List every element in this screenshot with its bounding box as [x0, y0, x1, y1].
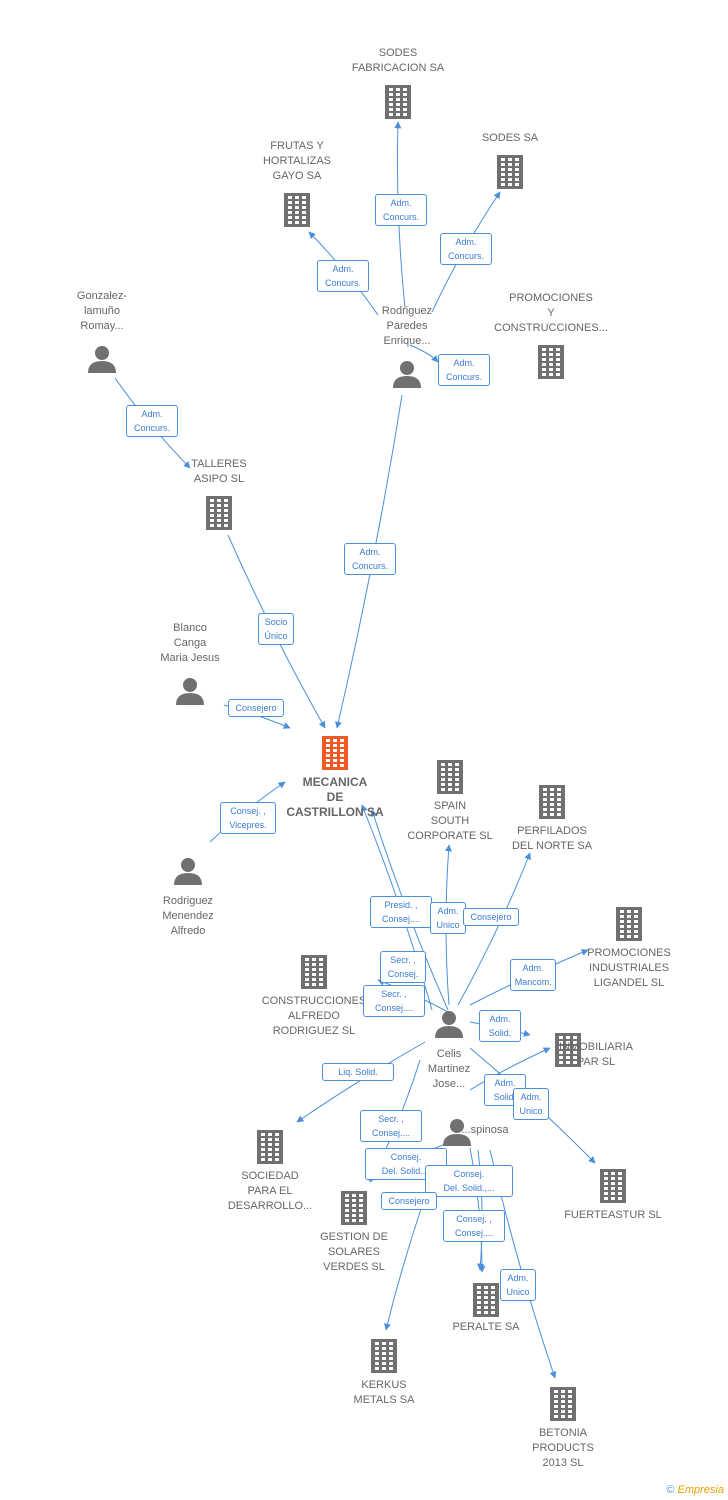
edge-label[interactable]: Consejero [462, 908, 520, 926]
edge-label[interactable]: Socio Único [258, 613, 294, 645]
node-label-promo_ind[interactable]: PROMOCIONES INDUSTRIALES LIGANDEL SL [587, 947, 671, 989]
building-icon[interactable] [473, 1283, 499, 1317]
icons-layer [88, 85, 642, 1421]
building-icon[interactable] [257, 1130, 283, 1164]
node-label-rodriguez_p[interactable]: Rodriguez Paredes Enrique... [381, 305, 433, 347]
building-icon[interactable] [600, 1169, 626, 1203]
edge-label[interactable]: Consejero [227, 699, 285, 717]
node-label-sociedad[interactable]: SOCIEDAD PARA EL DESARROLLO... [227, 1170, 313, 1212]
building-icon[interactable] [539, 785, 565, 819]
building-icon[interactable] [538, 345, 564, 379]
node-label-sodes[interactable]: SODES SA [481, 132, 539, 144]
person-icon[interactable] [88, 346, 116, 373]
edge-line-celis-sociedad [296, 1041, 426, 1123]
edge-label[interactable]: Adm. Concurs. [317, 260, 369, 292]
edge-label[interactable]: Adm. Concurs. [438, 354, 490, 386]
building-icon[interactable] [616, 907, 642, 941]
building-icon[interactable] [385, 85, 411, 119]
edge-label[interactable]: Adm. Mancom. [509, 959, 557, 991]
brand-logo-text: Empresia [677, 1484, 724, 1496]
edge-label[interactable]: Adm. Solid. [479, 1010, 521, 1042]
node-label-blanco[interactable]: Blanco Canga Maria Jesus [160, 622, 220, 664]
person-icon[interactable] [174, 858, 202, 885]
copyright-symbol: © [666, 1484, 675, 1496]
node-label-gestion[interactable]: GESTION DE SOLARES VERDES SL [320, 1231, 388, 1273]
node-label-mecanica[interactable]: MECANICA DE CASTRILLON SA [286, 775, 384, 819]
edge-label[interactable]: Liq. Solid. [321, 1063, 395, 1081]
edge-label[interactable]: Adm. Unico [513, 1088, 549, 1120]
person-icon[interactable] [393, 361, 421, 388]
edge-label[interactable]: Consej. , Consej.... [443, 1210, 505, 1242]
node-label-kerkus[interactable]: KERKUS METALS SA [353, 1379, 415, 1406]
node-label-inmobiliaria[interactable]: INMOBILIARIA PAR SL [559, 1041, 633, 1068]
node-label-betonia[interactable]: BETONIA PRODUCTS 2013 SL [532, 1427, 594, 1469]
person-icon[interactable] [435, 1011, 463, 1038]
node-label-talleres[interactable]: TALLERES ASIPO SL [191, 458, 247, 485]
edge-label[interactable]: Adm. Concurs. [440, 233, 492, 265]
building-icon[interactable] [341, 1191, 367, 1225]
footer-brand[interactable]: © Empresia [666, 1484, 724, 1496]
edge-label[interactable]: Secr. , Consej.... [360, 1110, 422, 1142]
edge-line-espinosa-inmobiliaria [469, 1047, 551, 1091]
edge-label[interactable]: Adm. Concurs. [126, 405, 178, 437]
edge-label[interactable]: Secr. , Consej. [379, 951, 427, 983]
node-label-peralte[interactable]: PERALTE SA [452, 1321, 520, 1333]
person-icon[interactable] [176, 678, 204, 705]
edge-label[interactable]: Adm. Concurs. [375, 194, 427, 226]
building-icon[interactable] [550, 1387, 576, 1421]
node-label-construcciones[interactable]: CONSTRUCCIONES ALFREDO RODRIGUEZ SL [261, 995, 367, 1037]
node-label-promociones_y[interactable]: PROMOCIONES Y CONSTRUCCIONES... [494, 292, 608, 334]
node-label-spain[interactable]: SPAIN SOUTH CORPORATE SL [407, 800, 493, 842]
building-icon[interactable] [301, 955, 327, 989]
edge-label[interactable]: Consej. , Vicepres. [219, 802, 277, 834]
edge-label[interactable]: Consejero [380, 1192, 438, 1210]
edge-line-rodriguez_p-promociones_y [409, 344, 439, 363]
building-icon[interactable] [322, 736, 348, 770]
edge-label[interactable]: Adm. Unico [500, 1269, 536, 1301]
building-icon[interactable] [371, 1339, 397, 1373]
node-label-espinosa[interactable]: ...spinosa [461, 1124, 509, 1136]
edge-label[interactable]: Consej. Del. Solid.,... [425, 1165, 513, 1197]
person-icon[interactable] [443, 1119, 471, 1146]
node-label-gonzalez[interactable]: Gonzalez- lamuño Romay... [76, 290, 128, 332]
building-icon[interactable] [284, 193, 310, 227]
edge-line-celis-perfilados [457, 852, 531, 1006]
building-icon[interactable] [206, 496, 232, 530]
node-label-fuerteastur[interactable]: FUERTEASTUR SL [564, 1209, 662, 1221]
edge-label[interactable]: Adm. Concurs. [344, 543, 396, 575]
node-label-sodes_fab[interactable]: SODES FABRICACION SA [351, 47, 445, 74]
node-label-perfilados[interactable]: PERFILADOS DEL NORTE SA [511, 825, 593, 852]
building-icon[interactable] [497, 155, 523, 189]
node-label-celis[interactable]: Celis Martinez Jose... [427, 1048, 471, 1090]
building-icon[interactable] [555, 1033, 581, 1067]
edge-label[interactable]: Secr. , Consej.... [363, 985, 425, 1017]
node-label-rodriguez_m[interactable]: Rodriguez Menendez Alfredo [162, 895, 214, 937]
edge-label[interactable]: Adm. Unico [430, 902, 466, 934]
node-label-frutas[interactable]: FRUTAS Y HORTALIZAS GAYO SA [262, 140, 332, 182]
edge-label[interactable]: Presid. , Consej.... [370, 896, 432, 928]
building-icon[interactable] [437, 760, 463, 794]
